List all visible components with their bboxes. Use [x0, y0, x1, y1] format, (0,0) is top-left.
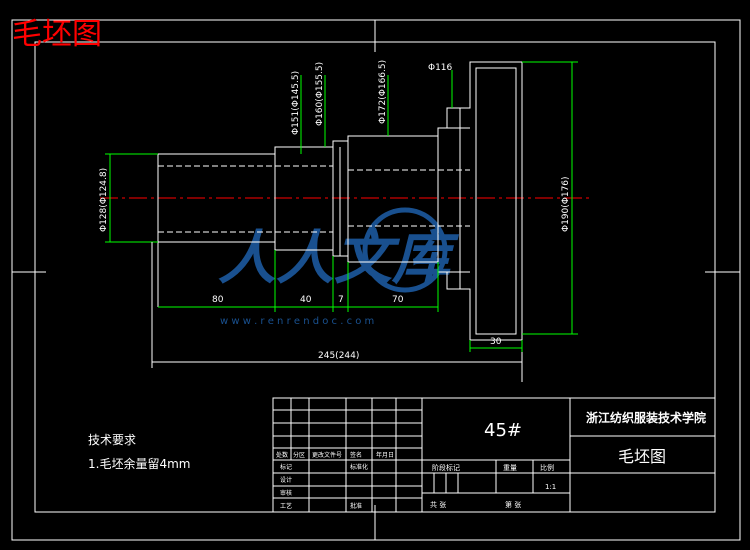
dim-d-small-text: Φ116: [428, 63, 453, 73]
title-block-frame: [272, 397, 716, 513]
flange-inner: [475, 67, 517, 335]
dim-seg3-text: 7: [338, 295, 344, 305]
school-text: 浙江纺织服装技术学院: [586, 410, 706, 425]
std-label: 标准化: [350, 463, 368, 471]
notes-item-1: 1.毛坯余量留4mm: [88, 456, 190, 471]
watermark: 人人文库 w w w . r e n r e n d o c . c o m: [218, 207, 460, 327]
drawing-name-text: 毛坯图: [618, 447, 666, 466]
title-block-texts: 45# 浙江纺织服装技术学院 毛坯图 1:1 阶段标记 重量 比例 共 张 第 …: [276, 410, 706, 510]
watermark-text: 人人文库: [218, 224, 460, 292]
dimension-texts: 80 40 7 70 30 245(244) Φ116 Φ128(Φ124.8)…: [99, 60, 571, 361]
sub-header-0: 处数: [276, 451, 288, 459]
dim-seg1-text: 80: [212, 295, 224, 305]
scale-label: 比例: [540, 463, 554, 472]
sheet-number-label: 第 张: [505, 500, 521, 509]
sub-header-1: 分区: [293, 451, 305, 459]
stage-mark-label: 阶段标记: [432, 463, 460, 472]
total-length-dim: [151, 242, 523, 382]
sub-header-2: 更改文件号: [312, 451, 342, 459]
dim-d-b-text: Φ160(Φ155.5): [315, 62, 325, 126]
notes-heading: 技术要求: [88, 433, 136, 447]
scale-text: 1:1: [545, 483, 556, 491]
dimension-lines: [105, 61, 578, 352]
dim-flange-width-text: 30: [490, 337, 502, 347]
dim-d-c-text: Φ172(Φ166.5): [378, 60, 388, 124]
dim-seg4-text: 70: [392, 295, 404, 305]
dim-seg2-text: 40: [300, 295, 312, 305]
watermark-url: w w w . r e n r e n d o c . c o m: [220, 316, 374, 327]
dim-total-text: 245(244): [318, 351, 359, 361]
dim-d-flange-text: Φ190(Φ176): [561, 176, 571, 232]
row-label-3: 工艺: [280, 502, 292, 510]
part-outline: [157, 61, 523, 341]
row-label-0: 标记: [280, 463, 292, 471]
row-label-2: 审核: [280, 489, 292, 497]
sub-header-3: 签名: [350, 451, 362, 459]
drawing-title: 毛坯图: [12, 17, 102, 52]
sub-header-4: 年月日: [376, 451, 394, 459]
watermark-circle: [362, 207, 448, 293]
weight-label: 重量: [503, 464, 517, 472]
dim-d-left-text: Φ128(Φ124.8): [99, 168, 109, 232]
material-text: 45#: [484, 420, 522, 441]
title-block: [272, 397, 716, 513]
row-label-1: 设计: [280, 476, 292, 484]
sheet-total-label: 共 张: [430, 500, 446, 509]
approve-label: 批准: [350, 502, 362, 510]
dim-d-a-text: Φ151(Φ145.5): [291, 71, 301, 135]
outer-frame: [11, 19, 741, 541]
